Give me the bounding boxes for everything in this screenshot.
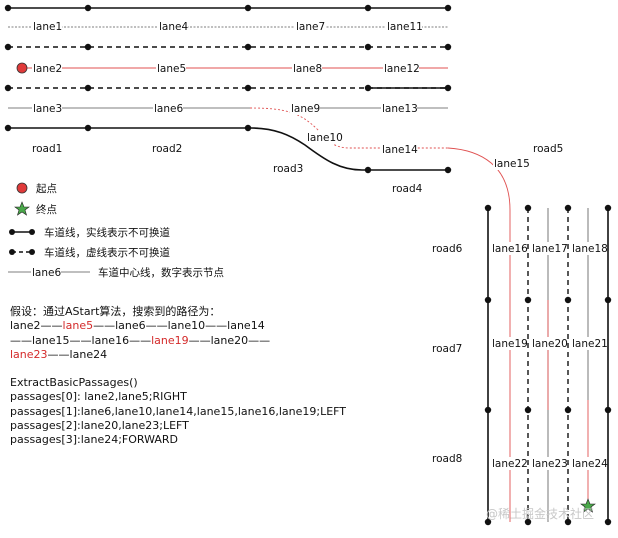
passage-2: passages[2]:lane20,lane23;LEFT bbox=[10, 419, 189, 433]
lane-label: lane14 bbox=[382, 144, 418, 156]
end-marker-icon bbox=[580, 498, 596, 513]
path-segment: lane19 bbox=[151, 333, 189, 347]
watermark: @稀土掘金技术社区 bbox=[486, 506, 594, 521]
lane-label: lane17 bbox=[532, 243, 568, 255]
lane-label: lane24 bbox=[572, 458, 608, 470]
lane-label: lane10 bbox=[307, 132, 343, 144]
lane-label: lane2 bbox=[33, 63, 62, 75]
path-segment: lane23 bbox=[10, 347, 48, 361]
lane-label: lane22 bbox=[492, 458, 528, 470]
path-line-2: ——lane15——lane16——lane19——lane20—— bbox=[10, 334, 430, 348]
start-marker-icon bbox=[16, 62, 28, 74]
path-segment: ——lane6——lane10——lane14 bbox=[93, 319, 265, 333]
horizontal-lane-lines bbox=[8, 7, 448, 171]
passage-1: passages[1]:lane6,lane10,lane14,lane15,l… bbox=[10, 404, 347, 418]
nodes-vertical bbox=[484, 204, 612, 526]
road-label: road3 bbox=[273, 163, 303, 175]
road-label: road5 bbox=[533, 143, 563, 155]
legend-start-label: 起点 bbox=[36, 183, 57, 195]
lane-label: lane1 bbox=[33, 21, 62, 33]
center-lines bbox=[8, 26, 448, 109]
path-segment: lane2 bbox=[10, 319, 41, 333]
road-label: road7 bbox=[432, 343, 462, 355]
road-label: road1 bbox=[32, 143, 62, 155]
lane-label: lane13 bbox=[382, 103, 418, 115]
path-segment: ——lane24 bbox=[47, 347, 108, 361]
legend: 起点 终点 车道线，实线表示不可换道 车道线，虚线表示不可换道 lane6 车道… bbox=[8, 182, 224, 279]
road-label: road6 bbox=[432, 243, 463, 255]
lane-label: lane16 bbox=[492, 243, 528, 255]
legend-solid-label: 车道线，实线表示不可换道 bbox=[44, 226, 170, 239]
road-labels: road1 road2 road3 road4 road5 road6 road… bbox=[32, 143, 563, 465]
lane-label: lane11 bbox=[387, 21, 423, 33]
nodes-horizontal bbox=[4, 4, 452, 174]
legend-dashed-label: 车道线，虚线表示不可换道 bbox=[44, 246, 170, 259]
function-name: ExtractBasicPassages() bbox=[10, 376, 138, 390]
lane-label: lane15 bbox=[494, 158, 530, 170]
path-segment: ——lane20—— bbox=[188, 333, 271, 347]
road-label: road4 bbox=[392, 183, 423, 195]
path-segment: ——lane15——lane16—— bbox=[10, 333, 152, 347]
passage-0: passages[0]: lane2,lane5;RIGHT bbox=[10, 390, 187, 404]
lane-line-solid-bottom bbox=[8, 127, 448, 171]
notes-block: 假设：通过AStart算法，搜索到的路径为： lane2——lane5——lan… bbox=[10, 305, 430, 448]
lane-label: lane18 bbox=[572, 243, 608, 255]
path-segment: lane5 bbox=[62, 319, 94, 333]
lane-label: lane9 bbox=[291, 103, 320, 115]
lane-label: lane21 bbox=[572, 338, 608, 350]
passage-3: passages[3]:lane24;FORWARD bbox=[10, 433, 179, 447]
path-line-3: lane23——lane24 bbox=[10, 348, 430, 362]
lane-label: lane8 bbox=[293, 63, 322, 75]
path-line-1: lane2——lane5——lane6——lane10——lane14 bbox=[10, 319, 430, 333]
lane-label: lane3 bbox=[33, 103, 62, 115]
lane-label: lane23 bbox=[532, 458, 568, 470]
lane-label: lane7 bbox=[296, 21, 325, 33]
vertical-lane-lines bbox=[487, 208, 609, 522]
legend-start-icon bbox=[16, 182, 28, 194]
road-label: road8 bbox=[432, 453, 462, 465]
lane-labels: lane1 lane2 lane3 lane4 lane5 lane6 lane… bbox=[32, 20, 608, 470]
lane-label: lane12 bbox=[384, 63, 420, 75]
legend-center-label: 车道中心线，数字表示节点 bbox=[98, 266, 224, 279]
legend-end-label: 终点 bbox=[36, 203, 57, 216]
assumption-text: 假设：通过AStart算法，搜索到的路径为： bbox=[10, 305, 221, 318]
lane-label: lane6 bbox=[154, 103, 183, 115]
legend-center-lane: lane6 bbox=[32, 267, 61, 279]
lane-label: lane20 bbox=[532, 338, 568, 350]
path-segment: —— bbox=[40, 319, 63, 333]
lane-label: lane19 bbox=[492, 338, 528, 350]
road-label: road2 bbox=[152, 143, 182, 155]
lane-label: lane5 bbox=[157, 63, 186, 75]
legend-end-icon bbox=[14, 201, 30, 216]
lane-label: lane4 bbox=[159, 21, 188, 33]
